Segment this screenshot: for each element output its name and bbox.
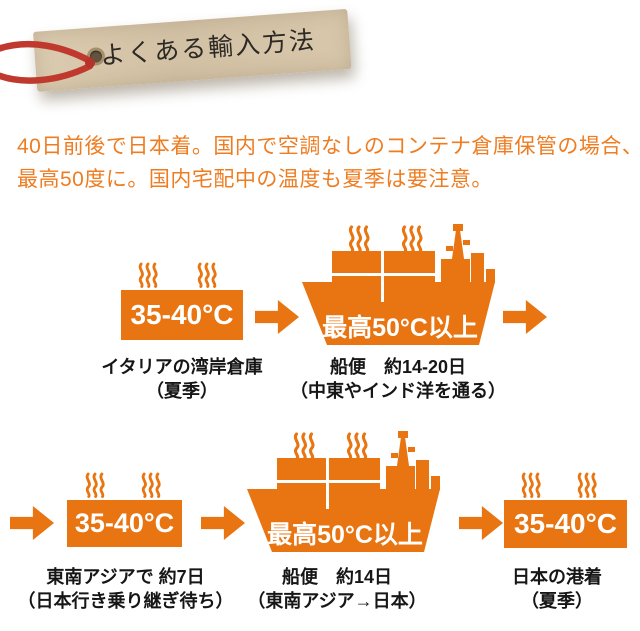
heat-icon — [137, 261, 159, 290]
right-arrow-icon — [201, 506, 245, 540]
label-line-2: （中東やインド洋を通る） — [290, 381, 506, 401]
label-line-2: （東南アジア→日本） — [247, 591, 427, 611]
label-line-2: （夏季） — [521, 591, 593, 611]
intro-text: 40日前後で日本着。国内で空調なしのコンテナ倉庫保管の場合、 最高50度に。国内… — [17, 130, 640, 196]
right-arrow-icon — [503, 300, 547, 334]
temp-box-se-asia: 35-40°C — [67, 500, 182, 547]
temp-value: 35-40°C — [130, 299, 234, 330]
intro-line-2: 最高50度に。国内宅配中の温度も夏季は要注意。 — [17, 168, 493, 191]
temp-box-japan-port: 35-40°C — [504, 500, 627, 548]
red-string-icon — [0, 41, 95, 84]
temp-value: 35-40°C — [74, 508, 175, 538]
right-arrow-icon — [255, 300, 299, 334]
label-line-1: 船便 約14日 — [281, 567, 393, 587]
ship-temp-value: 最高50°C以上 — [267, 521, 423, 549]
label-japan-arrival: 日本の港着 （夏季） — [475, 565, 639, 613]
label-line-1: 日本の港着 — [512, 567, 602, 587]
label-line-1: 東南アジアで 約7日 — [46, 567, 205, 587]
heat-icon — [84, 471, 106, 500]
ship-temp-value: 最高50°C以上 — [322, 314, 478, 342]
label-se-asia: 東南アジアで 約7日 （日本行き乗り継ぎ待ち） — [8, 565, 243, 613]
heat-icon — [140, 471, 162, 500]
page-title: よくある輸入方法 — [99, 27, 317, 71]
label-italy-warehouse: イタリアの湾岸倉庫 （夏季） — [52, 355, 312, 403]
label-line-1: イタリアの湾岸倉庫 — [101, 357, 263, 377]
temp-value: 35-40°C — [513, 508, 618, 539]
right-arrow-icon — [10, 506, 54, 540]
heat-icon — [576, 471, 598, 500]
label-line-1: 船便 約14-20日 — [329, 357, 467, 377]
label-ship-route1: 船便 約14-20日 （中東やインド洋を通る） — [274, 355, 522, 403]
heat-icon — [520, 471, 542, 500]
right-arrow-icon — [459, 506, 503, 540]
temp-box-italy-warehouse: 35-40°C — [121, 290, 243, 340]
label-line-2: （日本行き乗り継ぎ待ち） — [17, 591, 234, 611]
label-ship-route2: 船便 約14日 （東南アジア→日本） — [227, 565, 447, 613]
intro-line-1: 40日前後で日本着。国内で空調なしのコンテナ倉庫保管の場合、 — [17, 135, 640, 158]
label-line-2: （夏季） — [146, 381, 218, 401]
heat-icon — [196, 261, 218, 290]
